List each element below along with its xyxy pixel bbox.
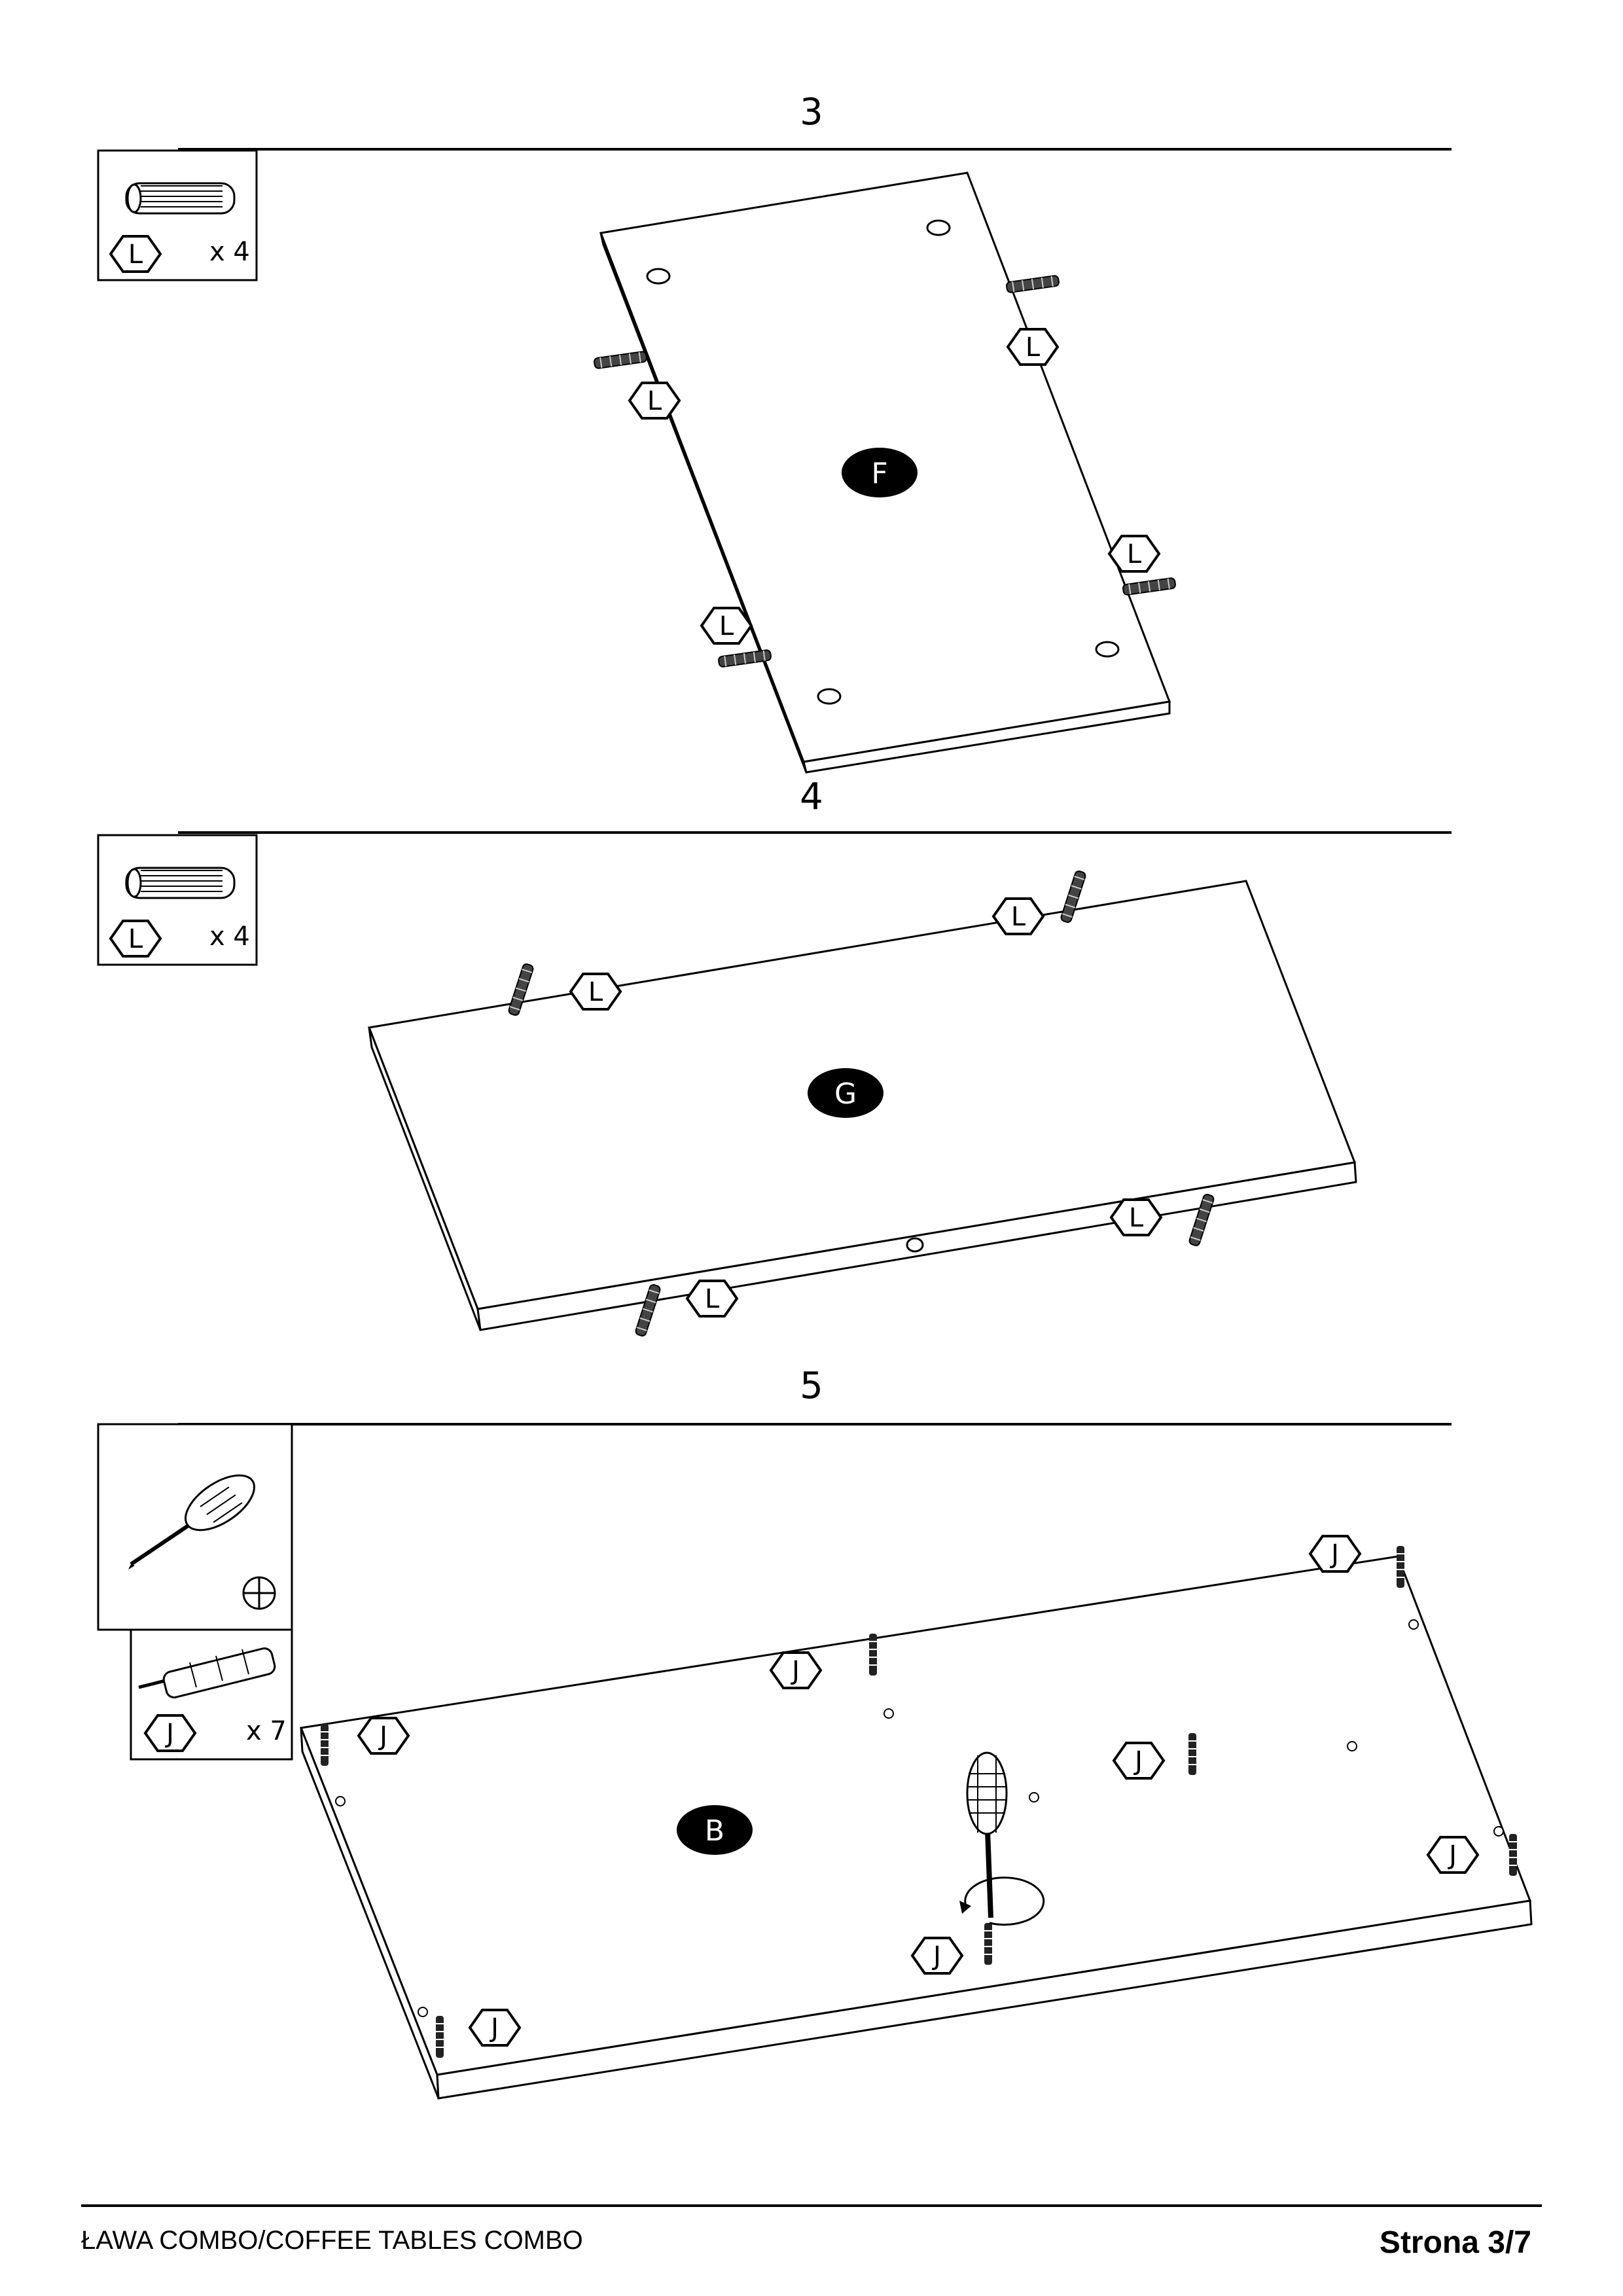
hardware-box: L x 4 [97,834,258,966]
hardware-box: L x 4 [97,149,258,281]
svg-text:L: L [588,977,603,1007]
hardware-box: J x 7 [130,1628,293,1761]
screwdriver-in-use-icon [966,1751,1008,1918]
svg-text:L: L [128,240,143,270]
hex-label-icon: L [109,235,162,273]
panel-G-drawing: L L L L G [367,869,1357,1338]
svg-text:J: J [1447,1840,1457,1871]
dowel-icon [125,182,236,215]
step-number: 4 [800,776,823,818]
dowel-icon [125,867,236,899]
rotation-arrow-icon [959,1876,1045,1926]
hex-label-icon: J [144,1714,196,1752]
svg-text:F: F [871,457,887,490]
phillips-screwdriver-icon [128,1474,255,1570]
part-label-B: B [677,1805,753,1855]
footer: ŁAWA COMBO/COFFEE TABLES COMBO Strona 3/… [81,2204,1542,2260]
step-4: 4 L x 4 [97,776,1452,1338]
hardware-quantity: x 7 [246,1716,287,1746]
svg-text:J: J [378,1721,387,1751]
footer-title: ŁAWA COMBO/COFFEE TABLES COMBO [81,2226,583,2255]
cam-bolt-icon [138,1647,276,1698]
panel-B-drawing: J J J J J J J B [299,1535,1533,2100]
svg-text:L: L [705,1284,720,1314]
part-label-F: F [842,448,918,497]
svg-text:L: L [1127,539,1142,569]
step-number: 5 [800,1365,823,1407]
step-5: 5 [97,1365,1533,2100]
part-label-G: G [808,1068,883,1118]
svg-text:L: L [1129,1203,1144,1233]
svg-text:L: L [1011,902,1026,932]
svg-text:L: L [128,924,143,954]
tool-box [97,1423,293,1631]
step-number: 3 [800,91,823,134]
hardware-quantity: x 4 [209,237,250,267]
svg-text:J: J [1133,1746,1143,1776]
svg-text:J: J [790,1656,800,1686]
svg-text:L: L [719,611,734,641]
phillips-head-symbol-icon [242,1576,276,1610]
panel-F-drawing: L L L L F [593,171,1177,774]
step-3: 3 L x 4 [97,91,1452,774]
svg-text:J: J [931,1941,941,1971]
svg-text:G: G [834,1077,857,1111]
svg-text:J: J [1329,1539,1339,1570]
svg-text:L: L [1026,332,1041,363]
page-number: Strona 3/7 [1380,2225,1531,2260]
svg-text:L: L [647,386,662,416]
hardware-quantity: x 4 [209,922,250,952]
svg-text:J: J [164,1719,174,1749]
svg-text:J: J [489,2013,499,2043]
svg-text:B: B [705,1814,724,1848]
hex-label-icon: L [109,920,162,958]
